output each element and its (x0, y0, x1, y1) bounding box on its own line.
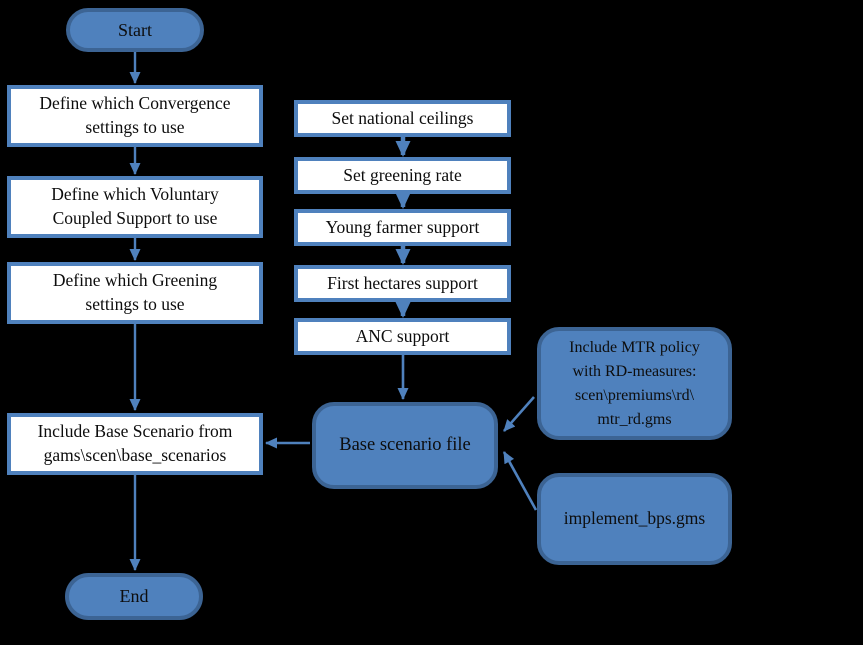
include-base-scenario-box: Include Base Scenario from gams\scen\bas… (7, 413, 263, 475)
arrow-mtr-to-basefile (503, 396, 535, 432)
end-node: End (65, 573, 203, 620)
include-mtr-policy-node: Include MTR policy with RD-measures: sce… (537, 327, 732, 440)
define-greening-box: Define which Greening settings to use (7, 262, 263, 324)
set-greening-rate-box: Set greening rate (294, 157, 511, 194)
young-farmer-support-box: Young farmer support (294, 209, 511, 246)
base-scenario-file-node: Base scenario file (312, 402, 498, 489)
anc-support-box: ANC support (294, 318, 511, 355)
start-node: Start (66, 8, 204, 52)
set-national-ceilings-box: Set national ceilings (294, 100, 511, 137)
define-voluntary-coupled-support-box: Define which Voluntary Coupled Support t… (7, 176, 263, 238)
define-convergence-box: Define which Convergence settings to use (7, 85, 263, 147)
implement-bps-node: implement_bps.gms (537, 473, 732, 565)
first-hectares-support-box: First hectares support (294, 265, 511, 302)
arrow-implementbps-to-basefile (502, 451, 538, 511)
